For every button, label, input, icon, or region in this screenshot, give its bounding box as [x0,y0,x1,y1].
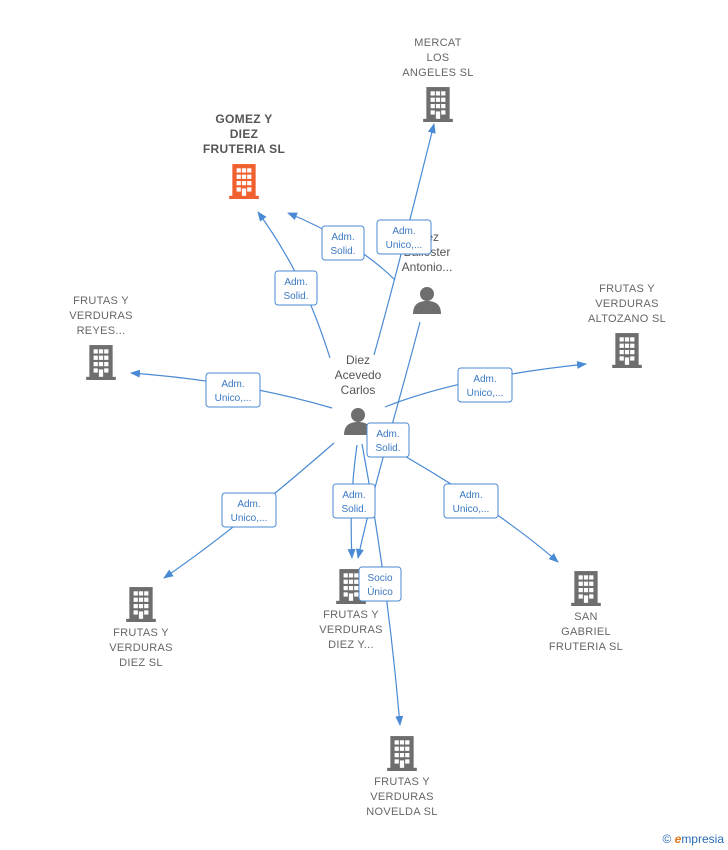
building-icon [423,87,453,122]
building-icon [229,164,259,199]
edge-label-text: Único [367,585,393,598]
edge-labels: Adm. Solid. Adm. Solid. Adm. Unico,... Adm. Uni… [205,219,513,602]
building-icon [86,345,116,380]
edge-label-carlos-mercat[interactable]: Adm. Unico,... [376,219,432,255]
company-label-line: VERDURAS [109,642,173,654]
company-label-line: GOMEZ Y [215,112,272,126]
building-icon [126,587,156,622]
edge-label-text: Adm. [221,379,244,390]
company-label-line: VERDURAS [69,310,133,322]
edge-label-text: Unico,... [467,388,504,399]
company-label-line: FRUTAS Y [599,283,655,295]
edge-label-text: Adm. [459,490,482,501]
person-label-line: Antonio... [402,260,453,274]
company-label-line: FRUTAS Y [374,776,430,788]
copyright-icon: © [662,832,672,846]
company-label-line: FRUTAS Y [73,295,129,307]
edge-label-text: Adm. [342,490,365,501]
company-node-reyes[interactable]: FRUTAS Y VERDURAS REYES... [69,295,133,380]
building-icon [387,736,417,771]
edge-label-text: Unico,... [386,240,423,251]
edge-label-text: Unico,... [215,393,252,404]
edge-label-text: Solid. [341,504,366,515]
company-node-mercat[interactable]: MERCAT LOS ANGELES SL [402,37,473,122]
brand-initial: e [674,832,682,846]
company-label-line: DIEZ Y... [328,639,374,651]
company-label-line: FRUTAS Y [323,609,379,621]
company-label-line: ALTOZANO SL [588,313,666,325]
edge-label-box [366,422,410,458]
company-label-line: VERDURAS [319,624,383,636]
edge-label-carlos-gomez-2[interactable]: Adm. Solid. [321,225,365,261]
company-label-line: VERDURAS [595,298,659,310]
company-label-line: FRUTERIA SL [549,641,623,653]
edge-label-text: Adm. [284,277,307,288]
company-node-diez-y[interactable]: FRUTAS Y VERDURAS DIEZ Y... [319,569,383,651]
company-node-novelda[interactable]: FRUTAS Y VERDURAS NOVELDA SL [366,736,437,818]
person-label-line: Diez [346,353,370,367]
edge-label-box [274,270,318,306]
edge-label-text: Adm. [237,499,260,510]
company-label-line: FRUTAS Y [113,627,169,639]
company-label-line: SAN [574,611,598,623]
edge-label-carlos-diezsl[interactable]: Adm. Unico,... [221,492,277,528]
company-label-line: NOVELDA SL [366,806,437,818]
edge-label-box [358,566,402,602]
company-label-line: LOS [427,52,450,64]
edge-label-carlos-diezy[interactable]: Adm. Solid. [332,483,376,519]
building-icon [612,333,642,368]
edge-label-carlos-reyes[interactable]: Adm. Unico,... [205,372,261,408]
edge-label-box [457,367,513,403]
brand-name: mpresia [681,832,724,846]
edge-label-box [443,483,499,519]
footer-brand: © empresia [662,832,724,846]
person-label-line: Carlos [341,383,376,397]
person-label-line: Acevedo [335,368,382,382]
company-node-diez-sl[interactable]: FRUTAS Y VERDURAS DIEZ SL [109,587,173,669]
edge-label-text: Solid. [375,443,400,454]
company-label-line: REYES... [77,325,126,337]
building-icon [571,571,601,606]
company-label-line: DIEZ [230,127,259,141]
company-label-line: DIEZ SL [119,657,163,669]
company-label-line: VERDURAS [370,791,434,803]
edge-label-box [205,372,261,408]
edge-label-text: Unico,... [231,513,268,524]
edge-label-box [376,219,432,255]
edge-label-antonio-diezy[interactable]: Adm. Solid. [366,422,410,458]
edge-label-carlos-gomez-1[interactable]: Adm. Solid. [274,270,318,306]
edge-label-text: Socio [367,573,392,584]
edge-label-carlos-altozano[interactable]: Adm. Unico,... [457,367,513,403]
company-label-line: MERCAT [414,37,461,49]
edge-label-text: Solid. [330,246,355,257]
edge-label-text: Adm. [331,232,354,243]
company-node-san-gabriel[interactable]: SAN GABRIEL FRUTERIA SL [549,571,623,653]
company-label-line: ANGELES SL [402,67,473,79]
edge-label-text: Adm. [473,374,496,385]
edge-label-text: Unico,... [453,504,490,515]
company-label-line: GABRIEL [561,626,611,638]
company-label-line: FRUTERIA SL [203,142,285,156]
edge-label-text: Adm. [376,429,399,440]
edge-label-box [321,225,365,261]
company-node-altozano[interactable]: FRUTAS Y VERDURAS ALTOZANO SL [588,283,666,368]
edge-label-box [332,483,376,519]
edge-label-text: Solid. [283,291,308,302]
edge-label-box [221,492,277,528]
person-icon [413,287,441,314]
edge-label-text: Adm. [392,226,415,237]
edge-label-carlos-sangabriel[interactable]: Adm. Unico,... [443,483,499,519]
